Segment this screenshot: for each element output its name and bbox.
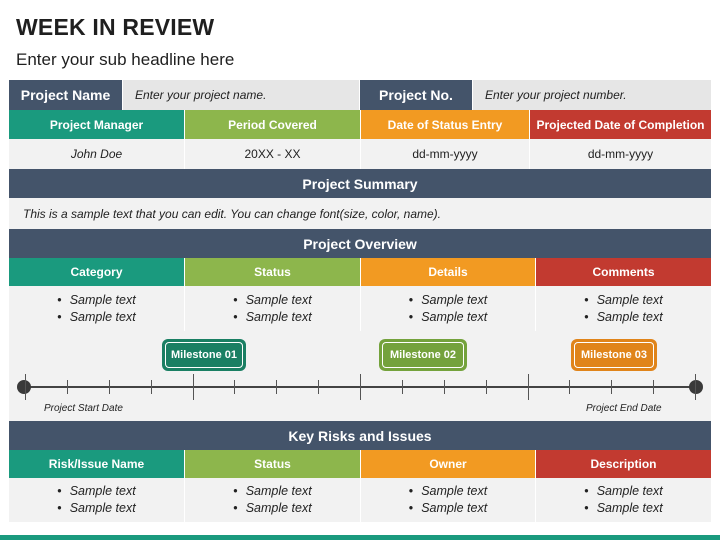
timeline-tick [150, 380, 152, 394]
overview-cell-comments[interactable]: Sample text Sample text [536, 286, 711, 331]
list-item: Sample text [409, 500, 487, 517]
timeline-tick [25, 374, 26, 400]
timeline-tick [653, 380, 655, 394]
timeline-start-dot [17, 380, 31, 394]
project-start-label: Project Start Date [44, 403, 123, 414]
overview-header-row: Category Status Details Comments [9, 258, 711, 286]
risks-cell-name[interactable]: Sample text Sample text [9, 478, 185, 522]
risks-cell-description[interactable]: Sample text Sample text [536, 478, 711, 522]
list-item: Sample text [233, 309, 312, 326]
overview-cell-category[interactable]: Sample text Sample text [9, 286, 185, 331]
overview-band: Project Overview [9, 229, 711, 258]
project-name-field[interactable]: Enter your project name. [123, 80, 360, 110]
milestone-02-label: Milestone 02 [382, 342, 464, 368]
project-no-field[interactable]: Enter your project number. [473, 80, 711, 110]
summary-band: Project Summary [9, 169, 711, 198]
value-status-entry-date[interactable]: dd-mm-yyyy [361, 139, 530, 169]
summary-heading: Project Summary [9, 169, 711, 198]
header-status-entry-date: Date of Status Entry [361, 110, 530, 139]
page-subtitle: Enter your sub headline here [16, 50, 235, 69]
timeline-end-dot [689, 380, 703, 394]
list-item: Sample text [57, 309, 136, 326]
header-period-covered: Period Covered [185, 110, 361, 139]
list-item: Sample text [57, 292, 136, 309]
project-name-label: Project Name [9, 80, 123, 110]
risks-col-owner: Owner [361, 450, 536, 478]
list-item: Sample text [584, 292, 663, 309]
list-item: Sample text [409, 483, 487, 500]
timeline-tick [611, 380, 613, 394]
risks-heading: Key Risks and Issues [9, 421, 711, 450]
header-project-manager: Project Manager [9, 110, 185, 139]
value-project-manager[interactable]: John Doe [9, 139, 185, 169]
value-completion-date[interactable]: dd-mm-yyyy [530, 139, 711, 169]
list-item: Sample text [584, 500, 663, 517]
milestone-01[interactable]: Milestone 01 [162, 339, 246, 371]
list-item: Sample text [409, 292, 487, 309]
status-value-row: John Doe 20XX - XX dd-mm-yyyy dd-mm-yyyy [9, 139, 711, 169]
timeline-tick [276, 380, 278, 394]
project-end-label: Project End Date [586, 403, 662, 414]
overview-body-row: Sample text Sample text Sample text Samp… [9, 286, 711, 331]
page-title: WEEK IN REVIEW [16, 14, 215, 40]
risks-col-status: Status [185, 450, 361, 478]
list-item: Sample text [409, 309, 487, 326]
timeline-tick [318, 380, 320, 394]
timeline-tick [66, 380, 68, 394]
overview-col-status: Status [185, 258, 361, 286]
risks-cell-status[interactable]: Sample text Sample text [185, 478, 361, 522]
risks-col-name: Risk/Issue Name [9, 450, 185, 478]
review-sheet: Project Name Enter your project name. Pr… [9, 80, 711, 522]
project-no-label: Project No. [360, 80, 473, 110]
timeline-tick [569, 380, 571, 394]
timeline-tick [695, 374, 696, 400]
list-item: Sample text [57, 483, 136, 500]
risks-cell-owner[interactable]: Sample text Sample text [361, 478, 536, 522]
overview-heading: Project Overview [9, 229, 711, 258]
overview-cell-details[interactable]: Sample text Sample text [361, 286, 536, 331]
header-completion-date: Projected Date of Completion [530, 110, 711, 139]
timeline-tick [234, 380, 236, 394]
timeline-tick [485, 380, 487, 394]
value-period-covered[interactable]: 20XX - XX [185, 139, 361, 169]
timeline-tick [108, 380, 110, 394]
risks-col-description: Description [536, 450, 711, 478]
timeline-tick [443, 380, 445, 394]
list-item: Sample text [584, 309, 663, 326]
project-info-row: Project Name Enter your project name. Pr… [9, 80, 711, 110]
milestone-02[interactable]: Milestone 02 [379, 339, 467, 371]
milestone-01-label: Milestone 01 [165, 342, 243, 368]
overview-col-category: Category [9, 258, 185, 286]
timeline-tick [527, 374, 529, 400]
risks-header-row: Risk/Issue Name Status Owner Description [9, 450, 711, 478]
overview-col-comments: Comments [536, 258, 711, 286]
overview-col-details: Details [361, 258, 536, 286]
list-item: Sample text [233, 483, 312, 500]
footer-accent-bar [0, 535, 720, 540]
list-item: Sample text [584, 483, 663, 500]
list-item: Sample text [233, 500, 312, 517]
summary-text[interactable]: This is a sample text that you can edit.… [9, 198, 711, 229]
list-item: Sample text [233, 292, 312, 309]
status-header-row: Project Manager Period Covered Date of S… [9, 110, 711, 139]
timeline-tick [401, 380, 403, 394]
summary-row: This is a sample text that you can edit.… [9, 198, 711, 229]
timeline-tick [360, 374, 361, 400]
list-item: Sample text [57, 500, 136, 517]
milestone-03[interactable]: Milestone 03 [571, 339, 657, 371]
risks-band: Key Risks and Issues [9, 421, 711, 450]
milestone-03-label: Milestone 03 [574, 342, 654, 368]
risks-body-row: Sample text Sample text Sample text Samp… [9, 478, 711, 522]
overview-cell-status[interactable]: Sample text Sample text [185, 286, 361, 331]
project-timeline: Milestone 01 Milestone 02 Milestone 03 P… [9, 331, 711, 421]
timeline-tick [192, 374, 194, 400]
